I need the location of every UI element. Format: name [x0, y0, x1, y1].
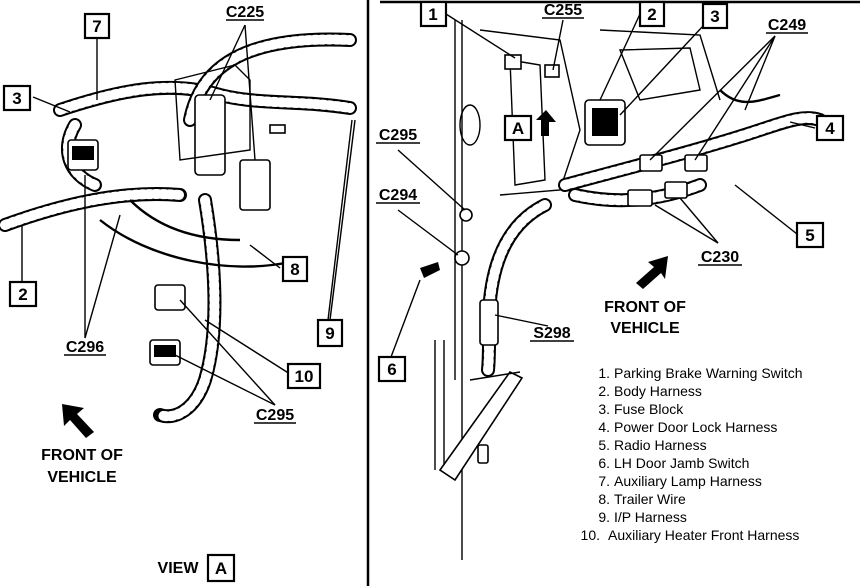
- legend-text-7: Auxiliary Lamp Harness: [614, 473, 762, 489]
- label-c249: C249: [768, 17, 806, 34]
- label-c225: C225: [226, 4, 264, 21]
- callout-6-text: 6: [387, 360, 396, 379]
- label-c295-left: C295: [256, 407, 294, 424]
- callout-8-left: 8: [281, 255, 309, 283]
- callout-1-text: 1: [428, 5, 437, 24]
- callout-2-text: 2: [647, 5, 656, 24]
- legend-text-6: LH Door Jamb Switch: [614, 455, 749, 471]
- callout-9-left-text: 9: [325, 324, 334, 343]
- label-c296: C296: [66, 339, 104, 356]
- legend-text-10: Auxiliary Heater Front Harness: [608, 527, 799, 543]
- front-left-line1: FRONT OF: [41, 447, 123, 464]
- callout-a-right: A: [503, 114, 533, 142]
- view-label: VIEW: [158, 560, 200, 577]
- legend-num-4: 4.: [598, 419, 610, 435]
- legend-num-10: 10.: [581, 527, 600, 543]
- front-arrow-left-icon: [62, 404, 94, 438]
- callout-3-left: 3: [2, 84, 32, 112]
- legend-num-3: 3.: [598, 401, 610, 417]
- callout-2-left-text: 2: [18, 285, 27, 304]
- legend-text-2: Body Harness: [614, 383, 702, 399]
- callout-5-text: 5: [805, 226, 814, 245]
- callout-3: 3: [701, 2, 729, 30]
- right-leaders: [390, 13, 816, 358]
- legend-num-9: 9.: [598, 509, 610, 525]
- left-leaders: [21, 24, 353, 406]
- legend-num-8: 8.: [598, 491, 610, 507]
- callout-10-left: 10: [286, 362, 322, 390]
- arrow-to-a-icon: [536, 110, 556, 136]
- callout-5: 5: [795, 221, 825, 249]
- legend: 1. Parking Brake Warning Switch 2. Body …: [581, 365, 803, 543]
- label-c230: C230: [701, 249, 739, 266]
- legend-text-8: Trailer Wire: [614, 491, 686, 507]
- label-s298: S298: [533, 325, 570, 342]
- legend-num-6: 6.: [598, 455, 610, 471]
- label-c294: C294: [379, 187, 417, 204]
- right-view-drawing: [380, 0, 860, 560]
- legend-num-5: 5.: [598, 437, 610, 453]
- legend-text-9: I/P Harness: [614, 509, 687, 525]
- legend-num-2: 2.: [598, 383, 610, 399]
- view-a-text: A: [215, 559, 227, 578]
- legend-text-3: Fuse Block: [614, 401, 684, 417]
- legend-text-4: Power Door Lock Harness: [614, 419, 777, 435]
- callout-7-left: 7: [83, 12, 111, 40]
- callout-10-left-text: 10: [295, 367, 314, 386]
- callout-a-right-text: A: [512, 119, 524, 138]
- callout-4-text: 4: [825, 119, 835, 138]
- label-c255: C255: [544, 2, 582, 19]
- front-left-line2: VEHICLE: [47, 469, 117, 486]
- callout-9-left: 9: [316, 318, 344, 348]
- front-right-line2: VEHICLE: [610, 320, 680, 337]
- front-right-line1: FRONT OF: [604, 299, 686, 316]
- left-view-drawing: [0, 32, 357, 424]
- callout-2: 2: [638, 0, 666, 28]
- legend-text-1: Parking Brake Warning Switch: [614, 365, 803, 381]
- legend-num-1: 1.: [598, 365, 610, 381]
- callout-4: 4: [815, 114, 845, 142]
- label-c295-right: C295: [379, 127, 417, 144]
- view-a-box: A: [206, 553, 236, 583]
- callout-8-left-text: 8: [290, 260, 299, 279]
- callout-7-left-text: 7: [92, 17, 101, 36]
- callout-3-left-text: 3: [12, 89, 21, 108]
- front-arrow-right-icon: [636, 256, 668, 289]
- callout-3-text: 3: [710, 7, 719, 26]
- legend-num-7: 7.: [598, 473, 610, 489]
- callout-2-left: 2: [8, 280, 38, 308]
- callout-1: 1: [419, 0, 448, 28]
- callout-6: 6: [377, 355, 407, 383]
- legend-text-5: Radio Harness: [614, 437, 707, 453]
